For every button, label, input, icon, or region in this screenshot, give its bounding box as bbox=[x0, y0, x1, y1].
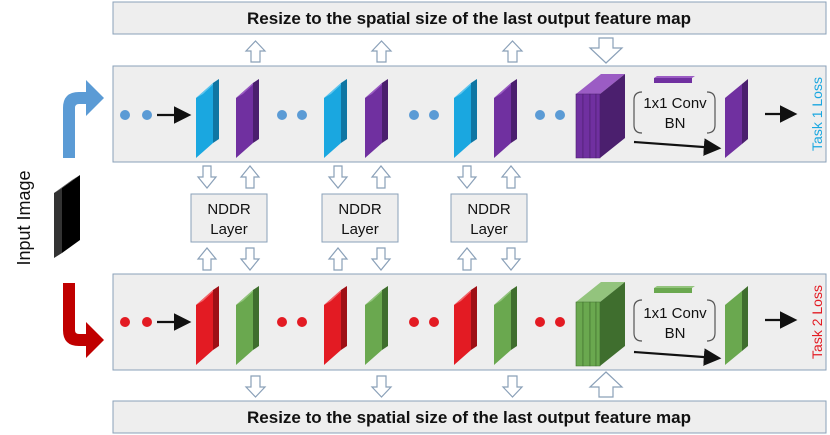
svg-text:NDDR: NDDR bbox=[338, 201, 381, 218]
task1-loss-label: Task 1 Loss bbox=[809, 77, 825, 151]
resize-bottom-bar bbox=[112, 400, 827, 434]
task1-output-map bbox=[725, 79, 748, 158]
task2-feature-map bbox=[196, 286, 219, 365]
svg-text:Layer: Layer bbox=[210, 221, 248, 238]
task2-concat-stack bbox=[575, 282, 625, 367]
task2-feature-map bbox=[494, 286, 517, 365]
resize-top-bar bbox=[112, 1, 827, 35]
svg-text:NDDR: NDDR bbox=[467, 201, 510, 218]
curved-arrow-icon bbox=[63, 80, 104, 158]
svg-text:BN: BN bbox=[665, 115, 686, 132]
task2-feature-map bbox=[324, 286, 347, 365]
task1-concat-stack bbox=[575, 74, 625, 159]
svg-text:Layer: Layer bbox=[341, 221, 379, 238]
resize-top-label: Resize to the spatial size of the last o… bbox=[247, 9, 691, 28]
svg-text:Layer: Layer bbox=[470, 221, 508, 238]
hollow-arrow-icon bbox=[244, 371, 624, 398]
task2-feature-map bbox=[365, 286, 388, 365]
task2-feature-map bbox=[454, 286, 477, 365]
svg-text:1x1 Conv: 1x1 Conv bbox=[643, 95, 707, 112]
hollow-arrow-icon bbox=[196, 165, 522, 271]
task1-conv-block: 1x1 Conv BN bbox=[633, 76, 716, 134]
hollow-arrow-icon bbox=[244, 37, 624, 64]
task1-feature-map bbox=[324, 79, 347, 158]
task1-dots bbox=[120, 110, 565, 120]
task2-output-map bbox=[725, 286, 748, 365]
task1-feature-map bbox=[196, 79, 219, 158]
task1-feature-map bbox=[365, 79, 388, 158]
task2-dots bbox=[120, 317, 565, 327]
task2-feature-map bbox=[236, 286, 259, 365]
task1-feature-map bbox=[454, 79, 477, 158]
svg-text:NDDR: NDDR bbox=[207, 201, 250, 218]
svg-text:1x1 Conv: 1x1 Conv bbox=[643, 305, 707, 322]
task1-feature-map bbox=[236, 79, 259, 158]
task1-feature-map bbox=[494, 79, 517, 158]
input-image-label: Input Image bbox=[14, 170, 34, 265]
nddr-layer-1: NDDR Layer bbox=[190, 193, 268, 243]
nddr-layer-2: NDDR Layer bbox=[321, 193, 399, 243]
input-image-block bbox=[54, 175, 80, 258]
nddr-layer-3: NDDR Layer bbox=[450, 193, 528, 243]
task2-conv-block: 1x1 Conv BN bbox=[633, 286, 716, 342]
curved-arrow-icon bbox=[63, 283, 104, 358]
resize-bottom-label: Resize to the spatial size of the last o… bbox=[247, 408, 691, 427]
arrow-right-icon bbox=[157, 105, 798, 366]
task2-loss-label: Task 2 Loss bbox=[809, 285, 825, 359]
svg-text:BN: BN bbox=[665, 325, 686, 342]
